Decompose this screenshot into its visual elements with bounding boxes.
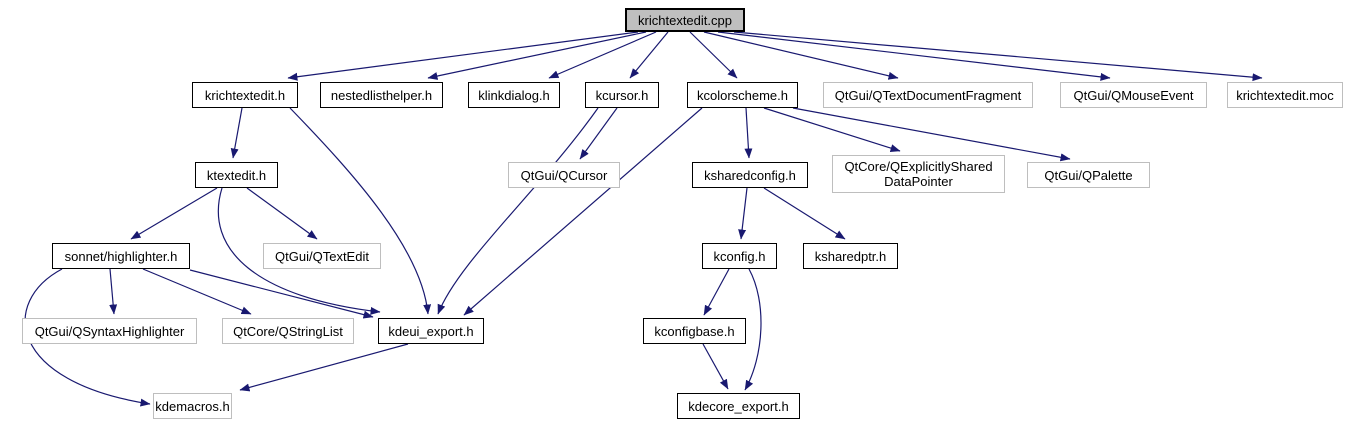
node-kconfigbase-h[interactable]: kconfigbase.h — [643, 318, 746, 344]
edge-sonnet-highlighter-h-to-qstringlist — [142, 268, 252, 315]
edge-kconfig-h-to-kdecore-export-h — [744, 268, 762, 391]
edge-ktextedit-h-to-kdeui-export-h — [217, 187, 381, 315]
node-kcursor-h[interactable]: kcursor.h — [585, 82, 659, 108]
node-qtextdocumentfragment: QtGui/QTextDocumentFragment — [823, 82, 1033, 108]
node-krichtextedit-cpp: krichtextedit.cpp — [625, 8, 745, 32]
node-qcursor: QtGui/QCursor — [508, 162, 620, 188]
node-ksharedptr-h[interactable]: ksharedptr.h — [803, 243, 898, 269]
edge-kcolorscheme-h-to-qexplicitlyshareddatapointer — [763, 107, 901, 152]
edge-sonnet-highlighter-h-to-kdeui-export-h — [189, 269, 374, 319]
edge-krichtextedit-h-to-ktextedit-h — [230, 107, 243, 159]
edge-kcolorscheme-h-to-ksharedconfig-h — [744, 107, 753, 159]
edge-kconfigbase-h-to-kdecore-export-h — [702, 343, 729, 390]
node-qpalette: QtGui/QPalette — [1027, 162, 1150, 188]
node-kconfig-h[interactable]: kconfig.h — [702, 243, 777, 269]
node-kdemacros-h: kdemacros.h — [153, 393, 232, 419]
node-kdeui-export-h[interactable]: kdeui_export.h — [378, 318, 484, 344]
edge-krichtextedit-h-to-kdeui-export-h — [289, 107, 432, 315]
edge-krichtextedit-cpp-to-krichtextedit-h — [287, 31, 639, 81]
edge-sonnet-highlighter-h-to-qsyntaxhighlighter — [109, 268, 118, 315]
edge-krichtextedit-cpp-to-kcursor-h — [629, 31, 669, 79]
node-ktextedit-h[interactable]: ktextedit.h — [195, 162, 278, 188]
edge-ktextedit-h-to-sonnet-highlighter-h — [130, 187, 218, 240]
node-qexplicitlyshareddatapointer: QtCore/QExplicitlyShared DataPointer — [832, 155, 1005, 193]
edge-kconfig-h-to-kconfigbase-h — [703, 268, 730, 316]
node-qmouseevent: QtGui/QMouseEvent — [1060, 82, 1207, 108]
edge-ktextedit-h-to-qtextedit — [246, 187, 318, 240]
edge-krichtextedit-cpp-to-nestedlisthelper-h — [427, 31, 647, 80]
node-nestedlisthelper-h[interactable]: nestedlisthelper.h — [320, 82, 443, 108]
node-klinkdialog-h[interactable]: klinkdialog.h — [468, 82, 560, 108]
node-kdecore-export-h[interactable]: kdecore_export.h — [677, 393, 800, 419]
edge-krichtextedit-cpp-to-klinkdialog-h — [548, 31, 657, 79]
node-ksharedconfig-h[interactable]: ksharedconfig.h — [692, 162, 808, 188]
edge-krichtextedit-cpp-to-kcolorscheme-h — [689, 31, 738, 79]
edge-ksharedconfig-h-to-ksharedptr-h — [763, 187, 846, 240]
node-krichtextedit-h[interactable]: krichtextedit.h — [192, 82, 298, 108]
edge-krichtextedit-cpp-to-qmouseevent — [717, 31, 1111, 81]
edge-kcolorscheme-h-to-qpalette — [792, 107, 1071, 162]
edge-ksharedconfig-h-to-kconfig-h — [738, 187, 748, 240]
node-krichtextedit-moc: krichtextedit.moc — [1227, 82, 1343, 108]
edge-krichtextedit-cpp-to-krichtextedit-moc — [733, 31, 1263, 82]
edge-kcolorscheme-h-to-kdeui-export-h — [463, 107, 703, 316]
node-kcolorscheme-h[interactable]: kcolorscheme.h — [687, 82, 798, 108]
node-qtextedit: QtGui/QTextEdit — [263, 243, 381, 269]
edge-krichtextedit-cpp-to-qtextdocumentfragment — [703, 31, 899, 80]
edge-kdeui-export-h-to-kdemacros-h — [239, 343, 409, 392]
node-sonnet-highlighter-h[interactable]: sonnet/highlighter.h — [52, 243, 190, 269]
edge-kcursor-h-to-qcursor — [579, 107, 618, 160]
node-qsyntaxhighlighter: QtGui/QSyntaxHighlighter — [22, 318, 197, 344]
node-qstringlist: QtCore/QStringList — [222, 318, 354, 344]
edge-kcursor-h-to-kdeui-export-h — [437, 107, 599, 315]
